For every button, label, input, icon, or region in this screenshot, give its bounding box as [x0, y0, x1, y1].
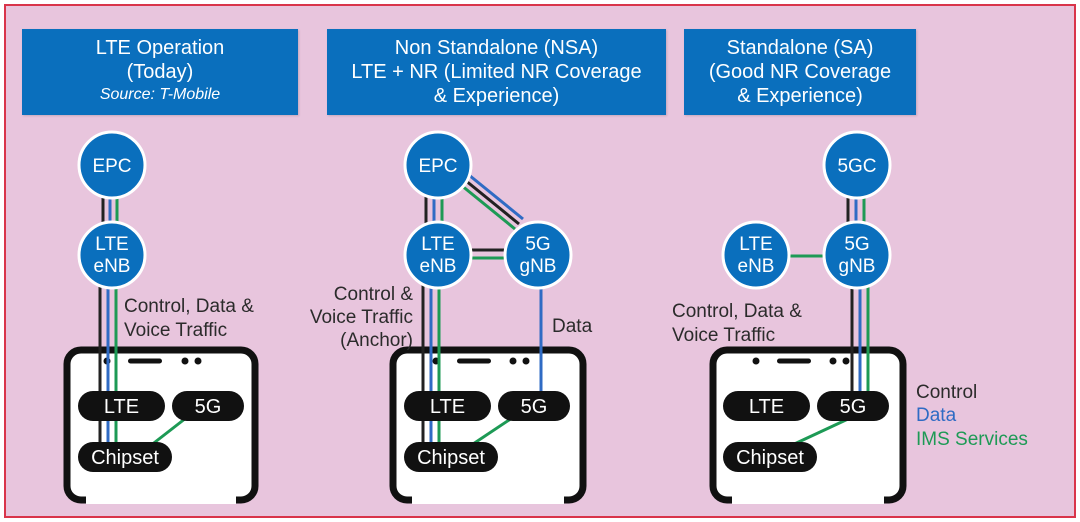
traffic-caption: Control & — [334, 284, 414, 305]
5g-gnb-label: gNB — [520, 256, 557, 277]
panel-sa-header: Standalone (SA) (Good NR Coverage & Expe… — [684, 29, 916, 115]
chipset-label: Chipset — [417, 447, 485, 469]
panel-nsa-title-line: Non Standalone (NSA) — [394, 37, 599, 59]
5g-gnb-node — [503, 220, 573, 290]
data-label: Data — [552, 316, 593, 337]
legend: Control Data IMS Services — [916, 382, 1028, 450]
panel-nsa-title-line: LTE + NR (Limited NR Coverage — [351, 61, 642, 83]
panel-sa-diagram: 5GC LTE eNB 5G gNB Control, Data & Voice… — [672, 130, 907, 504]
5g-gnb-node — [822, 220, 892, 290]
traffic-caption: Control, Data & — [124, 296, 254, 317]
chipset-pill — [78, 442, 172, 472]
5g-gnb-label: 5G — [525, 234, 550, 255]
5g-chip — [498, 391, 570, 421]
panel-nsa-diagram: EPC LTE eNB 5G gNB Control & Voice Traff… — [310, 130, 593, 504]
panel-lte-diagram: EPC LTE eNB Control, Data & Voice Traffi… — [63, 130, 259, 504]
chipset-label: Chipset — [736, 447, 804, 469]
5g-gnb-label: gNB — [839, 256, 876, 277]
lte-enb-node — [403, 220, 473, 290]
lte-enb-label: LTE — [421, 234, 454, 255]
panel-lte-title-line: LTE Operation — [95, 37, 225, 59]
5g-chip-label: 5G — [195, 396, 222, 418]
legend-control: Control — [916, 382, 977, 403]
traffic-caption: Voice Traffic — [124, 320, 227, 341]
panel-lte-header: LTE Operation (Today) Source: T-Mobile — [22, 29, 298, 115]
chipset-label: Chipset — [91, 447, 159, 469]
traffic-caption: Voice Traffic — [672, 325, 775, 346]
phone-icon — [63, 346, 259, 504]
lte-enb-label: LTE — [95, 234, 128, 255]
source-credit: Source: T-Mobile — [99, 86, 221, 103]
5g-chip — [172, 391, 244, 421]
lte-chip-label: LTE — [104, 396, 139, 418]
phone-icon — [709, 346, 907, 504]
5g-chip-label: 5G — [521, 396, 548, 418]
lte-enb-node — [721, 220, 791, 290]
traffic-caption: (Anchor) — [340, 330, 413, 351]
panel-sa-title-line: (Good NR Coverage — [708, 61, 892, 83]
lte-chip — [723, 391, 810, 421]
traffic-caption: Voice Traffic — [310, 307, 413, 328]
5gc-node — [822, 130, 892, 200]
lte-chip-label: LTE — [430, 396, 465, 418]
lte-chip — [404, 391, 491, 421]
epc-node — [403, 130, 473, 200]
panel-nsa-header: Non Standalone (NSA) LTE + NR (Limited N… — [327, 29, 666, 115]
epc-label: EPC — [92, 156, 131, 177]
lte-enb-label: LTE — [739, 234, 772, 255]
5g-chip-label: 5G — [840, 396, 867, 418]
lte-enb-label: eNB — [94, 256, 131, 277]
epc-label: EPC — [418, 156, 457, 177]
lte-chip — [78, 391, 165, 421]
panel-sa-title-line: & Experience) — [737, 85, 863, 107]
5g-gnb-label: 5G — [844, 234, 869, 255]
legend-data: Data — [916, 405, 957, 426]
lte-chip-label: LTE — [749, 396, 784, 418]
legend-ims-services: IMS Services — [916, 429, 1028, 450]
5g-chip — [817, 391, 889, 421]
panel-sa-title-line: Standalone (SA) — [726, 37, 874, 59]
5gc-label: 5GC — [837, 156, 876, 177]
epc-node — [77, 130, 147, 200]
lte-enb-node — [77, 220, 147, 290]
traffic-caption: Control, Data & — [672, 301, 802, 322]
chipset-pill — [404, 442, 498, 472]
lte-enb-label: eNB — [738, 256, 775, 277]
panel-lte-title-line: (Today) — [126, 61, 194, 83]
lte-enb-label: eNB — [420, 256, 457, 277]
panel-nsa-title-line: & Experience) — [433, 85, 560, 107]
chipset-pill — [723, 442, 817, 472]
